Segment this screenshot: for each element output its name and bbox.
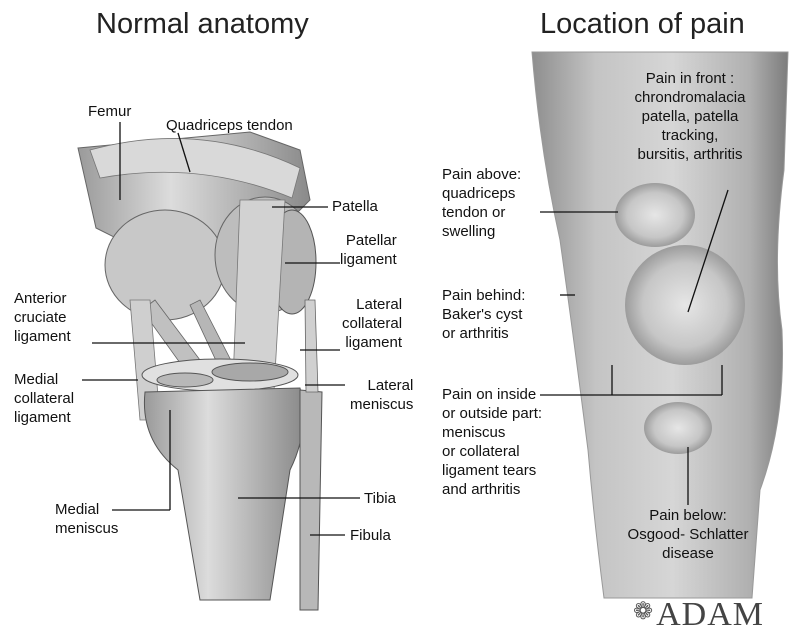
label-pain-inside-line-3: meniscus <box>442 423 542 442</box>
label-medial-meniscus: Medial meniscus <box>55 500 118 538</box>
label-medial-collateral-ligament: Medial collateral ligament <box>14 370 74 427</box>
label-lcl-line-2: collateral <box>342 314 402 333</box>
label-mcl-line-3: ligament <box>14 408 74 427</box>
label-patellar-ligament-line-1: Patellar <box>340 231 397 250</box>
label-pain-behind-line-3: or arthritis <box>442 324 525 343</box>
label-pain-above-line-3: tendon or <box>442 203 521 222</box>
label-femur: Femur <box>88 102 131 121</box>
label-pain-above: Pain above: quadriceps tendon or swellin… <box>442 165 521 241</box>
label-medial-meniscus-line-2: meniscus <box>55 519 118 538</box>
label-fibula: Fibula <box>350 526 391 545</box>
label-pain-below-line-3: disease <box>608 544 768 563</box>
label-pain-behind: Pain behind: Baker's cyst or arthritis <box>442 286 525 343</box>
label-anterior-cruciate-ligament: Anterior cruciate ligament <box>14 289 71 346</box>
label-pain-front: Pain in front : chrondromalacia patella,… <box>590 69 790 164</box>
label-pain-inside-line-6: and arthritis <box>442 480 542 499</box>
label-mcl-line-2: collateral <box>14 389 74 408</box>
label-lcl-line-3: ligament <box>342 333 402 352</box>
label-pain-behind-line-1: Pain behind: <box>442 286 525 305</box>
label-pain-inside-line-1: Pain on inside <box>442 385 542 404</box>
label-lateral-collateral-ligament: Lateral collateral ligament <box>342 295 402 352</box>
label-pain-below: Pain below: Osgood- Schlatter disease <box>608 506 768 563</box>
label-lateral-meniscus: Lateral meniscus <box>350 376 413 414</box>
label-lateral-meniscus-line-1: Lateral <box>350 376 413 395</box>
label-pain-front-line-3: patella, patella <box>590 107 790 126</box>
adam-flower-icon: ❁ <box>633 599 654 625</box>
label-pain-above-line-2: quadriceps <box>442 184 521 203</box>
label-pain-behind-line-2: Baker's cyst <box>442 305 525 324</box>
label-pain-above-line-1: Pain above: <box>442 165 521 184</box>
label-quadriceps-tendon: Quadriceps tendon <box>166 116 293 135</box>
label-pain-inside-line-5: ligament tears <box>442 461 542 480</box>
label-tibia: Tibia <box>364 489 396 508</box>
label-pain-inside-line-2: or outside part: <box>442 404 542 423</box>
label-patellar-ligament-line-2: ligament <box>340 250 397 269</box>
knee-joint-anatomy <box>78 132 322 610</box>
label-patella: Patella <box>332 197 378 216</box>
label-lcl-line-1: Lateral <box>342 295 402 314</box>
label-medial-meniscus-line-1: Medial <box>55 500 118 519</box>
label-pain-inside-outside: Pain on inside or outside part: meniscus… <box>442 385 542 499</box>
label-acl-line-2: cruciate <box>14 308 71 327</box>
label-pain-front-line-2: chrondromalacia <box>590 88 790 107</box>
adam-logo: ❁ADAM <box>633 596 764 634</box>
label-acl-line-3: ligament <box>14 327 71 346</box>
label-pain-inside-line-4: or collateral <box>442 442 542 461</box>
label-patellar-ligament: Patellar ligament <box>340 231 397 269</box>
label-pain-front-line-1: Pain in front : <box>590 69 790 88</box>
label-pain-above-line-4: swelling <box>442 222 521 241</box>
label-pain-front-line-4: tracking, <box>590 126 790 145</box>
label-pain-below-line-1: Pain below: <box>608 506 768 525</box>
label-pain-front-line-5: bursitis, arthritis <box>590 145 790 164</box>
label-acl-line-1: Anterior <box>14 289 71 308</box>
label-mcl-line-1: Medial <box>14 370 74 389</box>
adam-logo-text: ADAM <box>656 596 764 633</box>
label-pain-below-line-2: Osgood- Schlatter <box>608 525 768 544</box>
label-lateral-meniscus-line-2: meniscus <box>350 395 413 414</box>
